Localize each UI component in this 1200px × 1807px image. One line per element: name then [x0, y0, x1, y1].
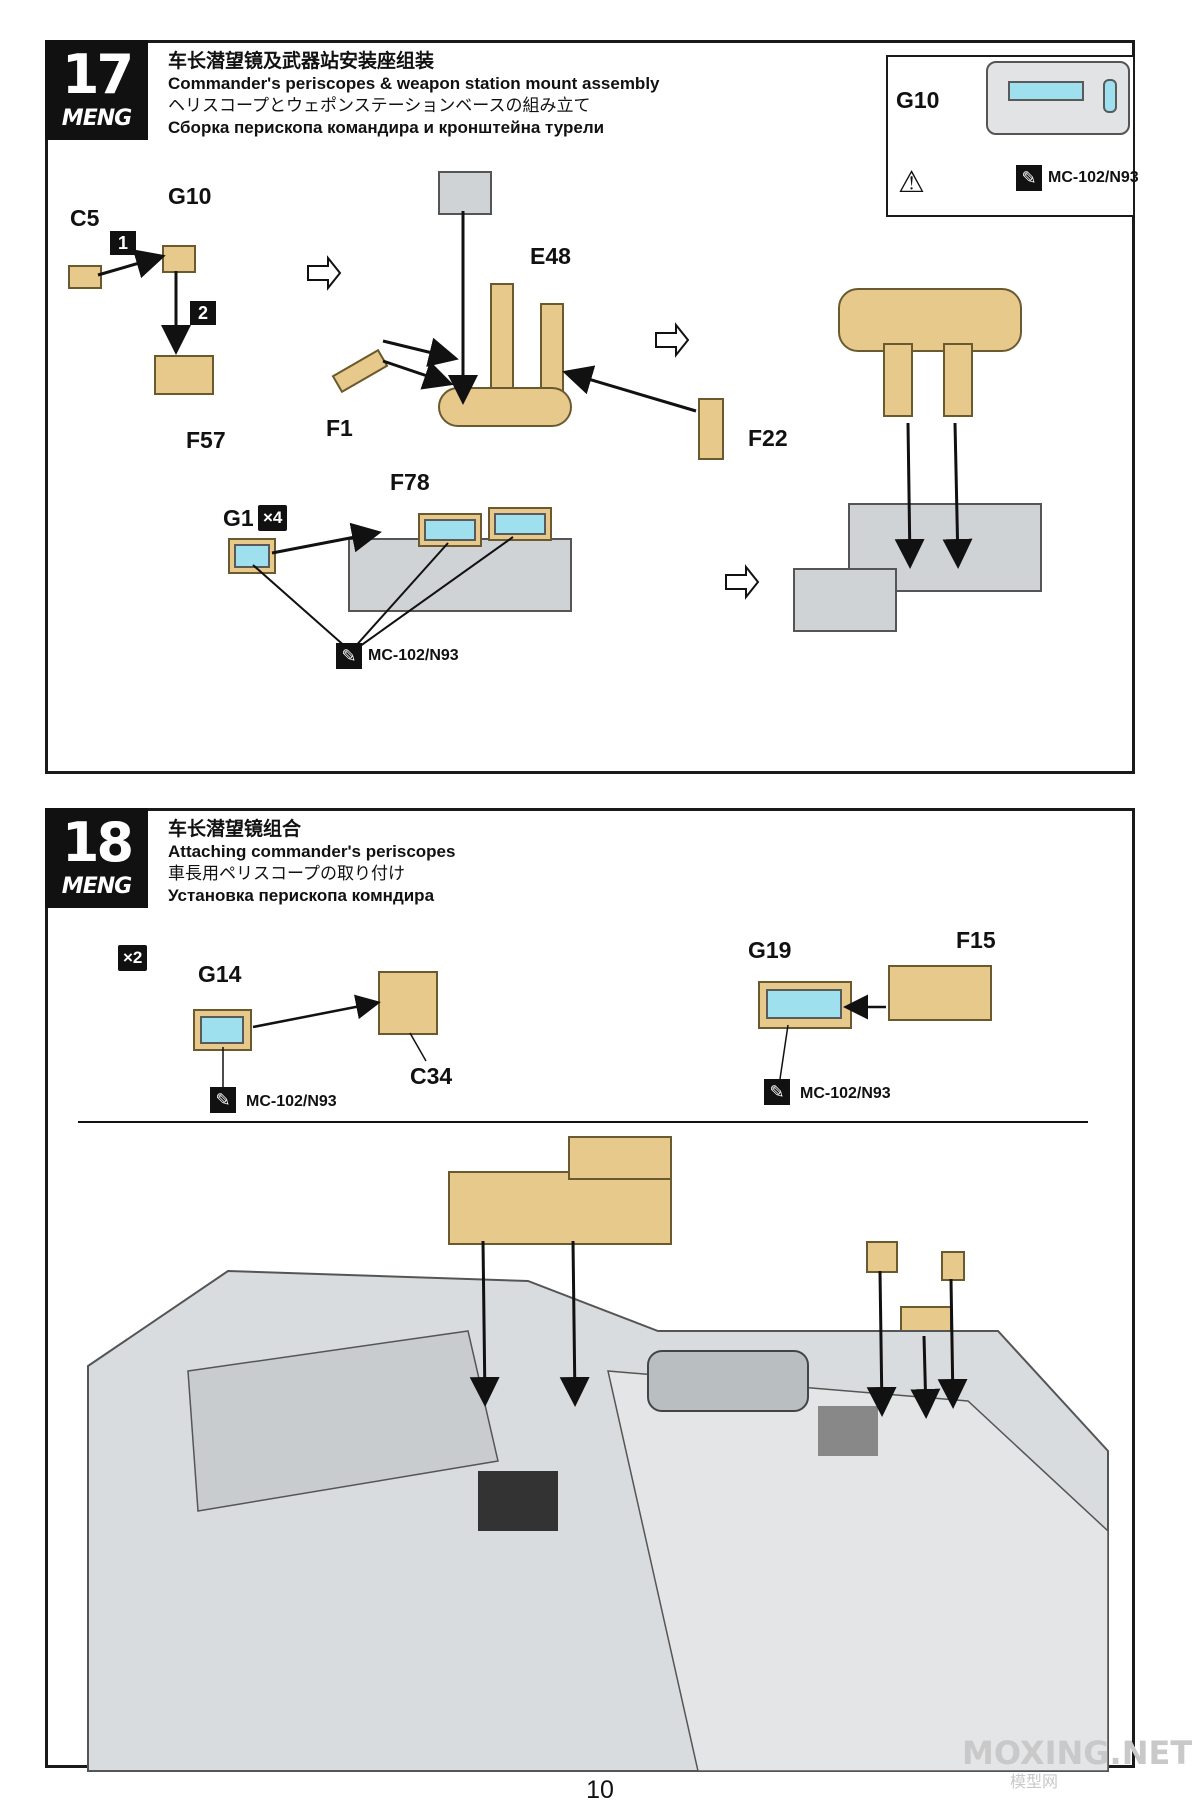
brush-icon: ✎	[1016, 165, 1042, 191]
lens	[234, 544, 270, 568]
step-18-panel: 18 MENG 车长潜望镜组合 Attaching commander's pe…	[45, 808, 1135, 1772]
part-c5	[68, 265, 102, 289]
part-label-f78: F78	[390, 469, 430, 495]
part-mount-right-leg	[943, 343, 973, 417]
lens	[1103, 79, 1117, 113]
substep-2-badge: 2	[190, 301, 216, 325]
title-zh: 车长潜望镜及武器站安装座组装	[168, 51, 435, 72]
step-titles: 车长潜望镜组合 Attaching commander's periscopes…	[168, 819, 455, 907]
assembly-arrows	[97, 211, 973, 650]
lens	[1008, 81, 1084, 101]
part-small-periscope	[866, 1241, 898, 1273]
title-jp: ヘリスコープとウェポンステーションベースの組み立て	[168, 96, 591, 115]
watermark: MOXING.NET	[962, 1734, 1193, 1772]
quantity-badge: ×4	[258, 505, 288, 531]
substep-1-badge: 1	[110, 231, 136, 255]
brush-icon: ✎	[764, 1079, 790, 1105]
part-label-c5: C5	[70, 205, 100, 231]
hull-illustration	[87, 994, 1109, 1772]
part-label-g19: G19	[748, 937, 792, 963]
title-en: Commander's periscopes & weapon station …	[168, 74, 660, 93]
brand-logo: MENG	[61, 874, 132, 899]
part-label-g14: G14	[198, 961, 242, 987]
part-label-g10: G10	[168, 183, 212, 209]
watermark-sub: 模型网	[1010, 1774, 1059, 1791]
part-c34	[378, 971, 438, 1035]
part-assembled-mount	[838, 288, 1022, 352]
part-grey-base	[793, 568, 897, 632]
lens	[424, 519, 476, 541]
part-weapon-mount	[568, 1136, 672, 1180]
lens	[766, 989, 842, 1019]
part-top-bracket	[438, 171, 492, 215]
part-g19	[758, 981, 852, 1029]
part-label-f57: F57	[186, 427, 226, 453]
paint-code-left: MC-102/N93	[246, 1093, 337, 1110]
quantity-badge: ×2	[118, 945, 148, 971]
step-badge: 17 MENG	[45, 40, 148, 140]
step-number: 17	[61, 43, 134, 106]
part-periscope-2	[488, 507, 552, 541]
lens	[200, 1016, 244, 1044]
part-f57	[154, 355, 214, 395]
part-g1	[228, 538, 276, 574]
title-ru: Сборка перископа командира и кронштейна …	[168, 118, 605, 137]
part-f22	[698, 398, 724, 460]
part-periscope-ring-assembly	[448, 1171, 672, 1245]
part-label-f15: F15	[956, 927, 996, 953]
part-label-e48: E48	[530, 243, 571, 269]
step-number: 18	[61, 811, 134, 874]
paint-code-right: MC-102/N93	[800, 1085, 891, 1102]
lens	[494, 513, 546, 535]
page-number: 10	[586, 1776, 614, 1804]
title-jp: 車長用ペリスコープの取り付け	[168, 864, 405, 883]
brush-icon: ✎	[336, 643, 362, 669]
section-divider	[78, 1121, 1088, 1123]
title-ru: Установка перископа комндира	[168, 886, 435, 905]
step-badge: 18 MENG	[45, 808, 148, 908]
brand-logo: MENG	[61, 106, 132, 131]
paint-code-label: MC-102/N93	[368, 647, 459, 664]
step-17-panel: 17 MENG 车长潜望镜及武器站安装座组装 Commander's peris…	[45, 40, 1139, 774]
part-label-f1: F1	[326, 415, 353, 441]
part-periscope-1	[418, 513, 482, 547]
part-label-f22: F22	[748, 425, 788, 451]
step-titles: 车长潜望镜及武器站安装座组装 Commander's periscopes & …	[168, 51, 660, 139]
callout-part-label: G10	[896, 87, 940, 113]
warning-icon: ⚠	[898, 166, 925, 199]
part-f15	[888, 965, 992, 1021]
brush-icon: ✎	[210, 1087, 236, 1113]
g10-part-detail	[986, 61, 1130, 135]
part-label-c34: C34	[410, 1063, 453, 1089]
callout-box: G10 ⚠ ✎ MC-102/N93	[886, 55, 1139, 217]
part-mount-left-leg	[883, 343, 913, 417]
callout-paint-code: MC-102/N93	[1048, 169, 1139, 186]
title-en: Attaching commander's periscopes	[168, 842, 456, 861]
title-zh: 车长潜望镜组合	[168, 819, 302, 840]
part-small-block	[941, 1251, 965, 1281]
part-label-g1: G1	[223, 505, 254, 531]
part-mount-left-arm	[490, 283, 514, 397]
